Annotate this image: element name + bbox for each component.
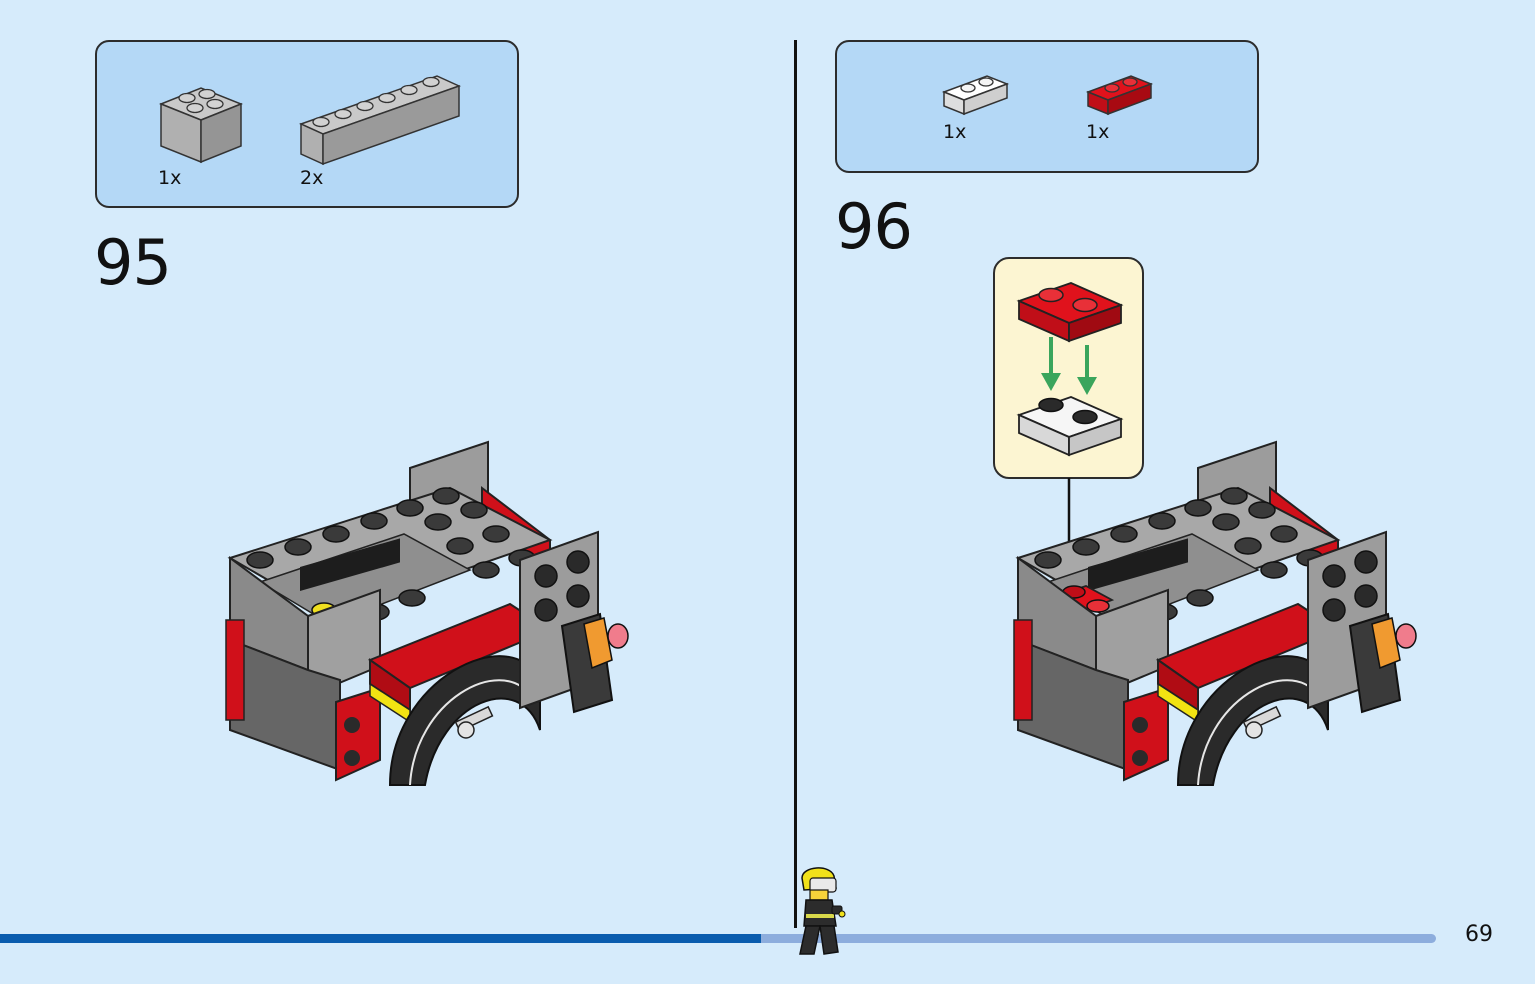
step-number: 96 bbox=[835, 190, 913, 263]
grey-2x2-brick-icon bbox=[158, 87, 244, 164]
red-1x2-plate-icon bbox=[1085, 75, 1154, 116]
quantity-label: 1x bbox=[1086, 121, 1110, 143]
fire-truck-model-step-96-icon bbox=[1013, 440, 1417, 786]
parts-list-step-95: 1x 2x bbox=[95, 40, 519, 208]
fire-truck-model-step-95-icon bbox=[225, 440, 629, 786]
page-number: 69 bbox=[1465, 922, 1493, 947]
parts-list-step-96: 1x 1x bbox=[835, 40, 1259, 173]
grey-1x6-brick-icon bbox=[298, 75, 462, 166]
quantity-label: 1x bbox=[158, 167, 182, 189]
sub-assembly-callout bbox=[993, 257, 1144, 479]
page-divider bbox=[794, 40, 797, 928]
step-number: 95 bbox=[94, 226, 172, 299]
progress-bar-completed bbox=[0, 934, 761, 943]
white-1x2-plate-icon bbox=[941, 75, 1010, 116]
sub-assembly-icon bbox=[1016, 282, 1124, 457]
quantity-label: 1x bbox=[943, 121, 967, 143]
progress-bar-remaining bbox=[761, 934, 1436, 943]
firefighter-minifigure-icon bbox=[799, 867, 846, 955]
quantity-label: 2x bbox=[300, 167, 324, 189]
